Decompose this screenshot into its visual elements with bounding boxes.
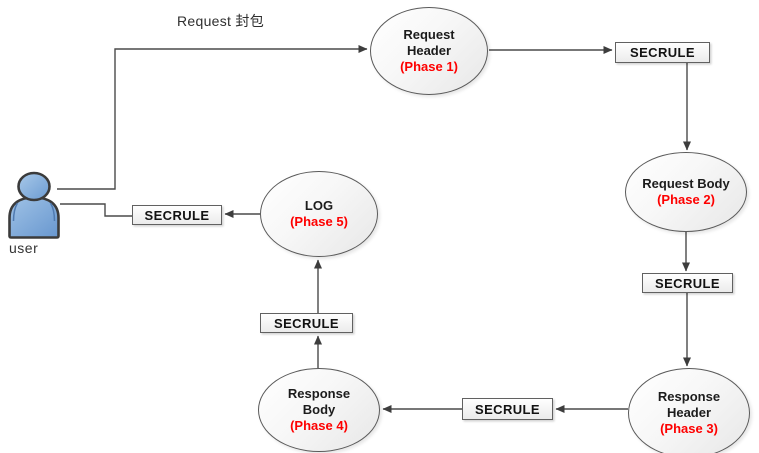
- user-label: user: [9, 240, 39, 256]
- node-request-header: Request Header (Phase 1): [370, 7, 488, 95]
- node-request-header-line1: Request: [403, 27, 455, 42]
- node-request-header-phase: (Phase 1): [400, 59, 458, 74]
- arrow-user-to-request-header: [57, 45, 368, 190]
- secrule-box-4: SECRULE: [260, 313, 353, 333]
- node-response-header-line1: Response: [657, 389, 721, 404]
- secrule-box-3: SECRULE: [462, 398, 553, 420]
- node-response-body: Response Body (Phase 4): [258, 368, 380, 452]
- secrule-box-5: SECRULE: [132, 205, 222, 225]
- request-packet-label: Request 封包: [177, 13, 265, 29]
- user-icon: [8, 171, 60, 239]
- node-response-header: Response Header (Phase 3): [628, 368, 750, 453]
- node-response-body-phase: (Phase 4): [290, 418, 348, 433]
- node-request-body-line1: Request Body: [642, 176, 730, 191]
- node-response-header-line2: Header: [666, 405, 712, 420]
- node-log-phase: (Phase 5): [290, 214, 348, 229]
- secrule-box-2: SECRULE: [642, 273, 733, 293]
- secrule-box-1: SECRULE: [615, 42, 710, 63]
- node-request-body: Request Body (Phase 2): [625, 152, 747, 232]
- node-log: LOG (Phase 5): [260, 171, 378, 257]
- node-request-body-phase: (Phase 2): [657, 192, 715, 207]
- node-response-body-line1: Response: [287, 386, 351, 401]
- node-response-body-line2: Body: [302, 402, 336, 417]
- node-request-header-line2: Header: [406, 43, 452, 58]
- line-secrule-5-to-user: [60, 203, 132, 217]
- node-log-line1: LOG: [304, 198, 334, 213]
- node-response-header-phase: (Phase 3): [660, 421, 718, 436]
